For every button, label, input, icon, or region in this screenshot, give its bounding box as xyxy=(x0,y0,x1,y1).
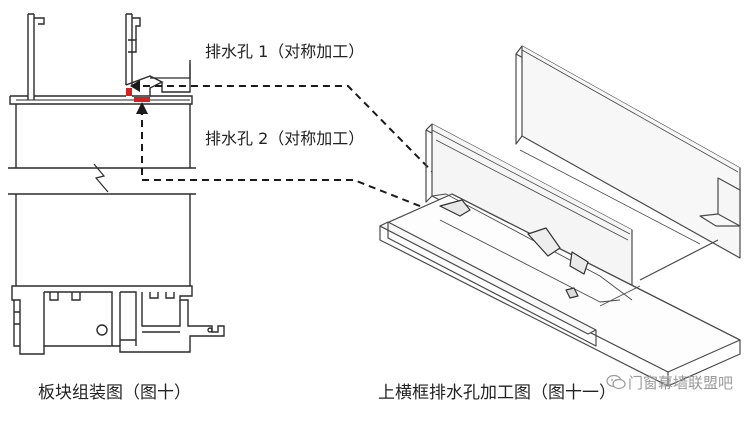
back-flange-lip xyxy=(699,213,740,227)
top-base-plate xyxy=(9,95,193,105)
transom-3d-view xyxy=(379,45,741,387)
drain-hole-1-label: 排水孔 1（对称加工） xyxy=(205,42,365,61)
base-floor-edge xyxy=(379,226,669,387)
bottom-profile-notch-2 xyxy=(149,292,175,299)
middle-wall-front xyxy=(425,130,433,203)
middle-wall-inner-2 xyxy=(435,139,629,241)
back-wall-front xyxy=(515,54,523,145)
base-floor-right xyxy=(667,340,741,387)
inner-channel xyxy=(431,193,633,301)
left-caption: 板块组装图（图十） xyxy=(38,383,191,403)
drain-hole-2-up-arrow xyxy=(136,102,148,114)
drain-hole-1-left-arrow xyxy=(130,80,140,92)
drain-cutout xyxy=(439,199,471,217)
floor-groove-1 xyxy=(451,193,741,341)
bottom-profile-lip xyxy=(120,331,180,341)
drain-hole-1-leader xyxy=(132,82,471,211)
top-profile-right-stem xyxy=(125,13,133,85)
bottom-profile-chamber-2 xyxy=(119,291,137,346)
top-profile-left-stem xyxy=(27,13,35,100)
drain-slot-2 xyxy=(569,251,589,275)
floor-groove-2 xyxy=(639,239,719,281)
drain-slot xyxy=(527,227,561,257)
screw-port-1 xyxy=(96,324,108,336)
top-profile-left-flange xyxy=(34,17,45,25)
middle-wall-top-inner xyxy=(431,129,631,235)
break-lines xyxy=(8,163,196,195)
panel-assembly-section xyxy=(8,13,225,355)
drain-hole-2-leader xyxy=(141,108,441,215)
chat-bubble-icon xyxy=(606,374,626,390)
drain-chamber-right xyxy=(161,60,191,93)
floor-groove-3 xyxy=(519,149,701,245)
bottom-profile-chamber-1 xyxy=(43,291,113,346)
back-wall-top-edge xyxy=(521,49,739,173)
drain-hole-1-mark xyxy=(126,88,132,96)
drain-hole-end xyxy=(565,287,579,299)
right-caption: 上横框排水孔加工图（图十一） xyxy=(378,383,616,403)
bottom-profile-left-legs xyxy=(13,300,20,347)
front-lip-face xyxy=(387,222,597,347)
floor-groove-4 xyxy=(599,285,641,307)
watermark-text: 门窗幕墙联盟吧 xyxy=(628,374,734,392)
top-profile-right-flange xyxy=(132,17,141,40)
gasket-top xyxy=(128,39,137,53)
bottom-profile-chamber-3 xyxy=(141,292,181,327)
bottom-profile-notch xyxy=(49,292,81,301)
callout-bracket xyxy=(150,64,191,79)
drain-hole-2-label: 排水孔 2（对称加工） xyxy=(205,129,365,148)
bottom-profile-outer xyxy=(11,285,225,355)
drain-hole-2-mark xyxy=(134,97,150,102)
screw-port-2 xyxy=(207,327,213,333)
inner-channel-2 xyxy=(439,219,621,303)
